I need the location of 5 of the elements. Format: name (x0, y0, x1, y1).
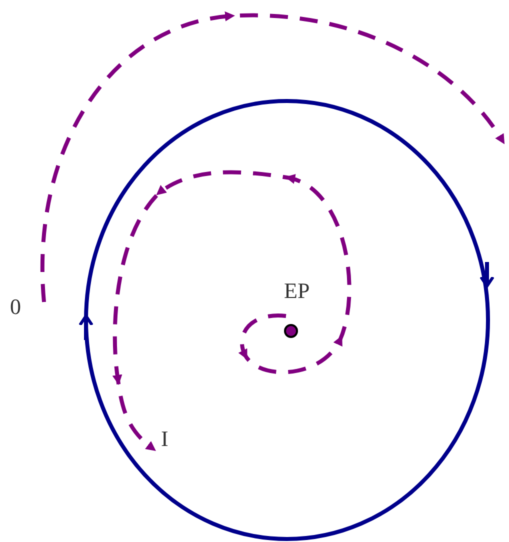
trajectory-arrow (112, 170, 352, 451)
trajectory-arrow (40, 12, 505, 302)
point-label: 0 (10, 296, 21, 318)
point-label: I (161, 428, 168, 450)
point-label: EP (284, 280, 310, 302)
